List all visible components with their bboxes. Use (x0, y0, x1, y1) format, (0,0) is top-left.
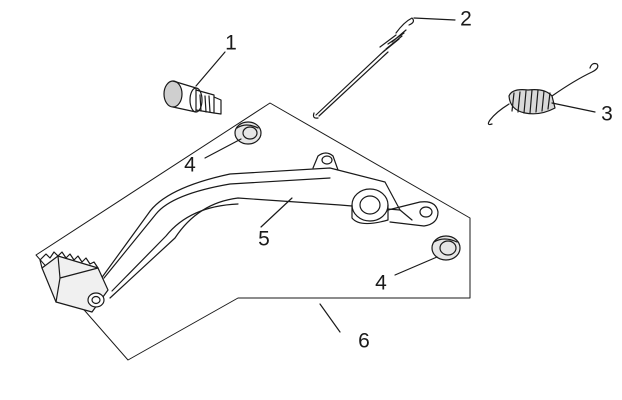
assembly-boundary (35, 102, 471, 361)
leader-2 (413, 17, 456, 21)
leader-4b (394, 256, 438, 276)
leader-3 (551, 102, 596, 113)
brake-pedal (39, 152, 439, 313)
callout-4-upper: 4 (184, 153, 196, 177)
washer-upper (234, 121, 262, 145)
leader-5 (260, 197, 293, 228)
tension-spring (487, 62, 599, 126)
callout-6: 6 (358, 329, 370, 353)
pivot-bolt (163, 80, 222, 115)
callout-1: 1 (225, 31, 237, 55)
return-rod (312, 17, 415, 119)
leader-4a (204, 138, 242, 159)
washer-lower (431, 235, 461, 261)
callout-4-lower: 4 (375, 271, 387, 295)
leader-1 (195, 51, 226, 87)
callout-2: 2 (460, 7, 472, 31)
callout-3: 3 (601, 102, 613, 126)
callout-5: 5 (258, 227, 270, 251)
leader-6 (319, 303, 341, 333)
